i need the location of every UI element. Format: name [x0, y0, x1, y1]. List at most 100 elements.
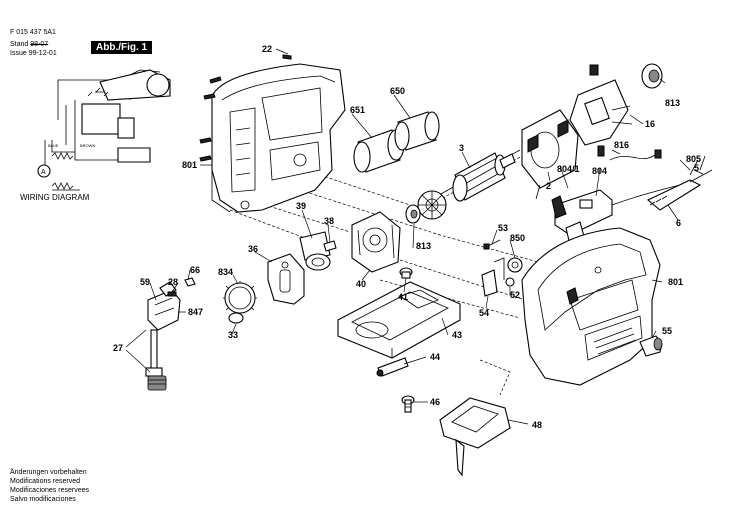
callout-5: 5 [694, 163, 699, 173]
callout-28: 28 [168, 277, 178, 287]
callout-41: 41 [398, 292, 408, 302]
callout-834: 834 [218, 267, 233, 277]
part-813-bearing-mid [405, 204, 421, 224]
callout-804: 804 [592, 166, 607, 176]
callout-847: 847 [188, 307, 203, 317]
part-40-gear-housing [351, 211, 401, 273]
callout-40: 40 [356, 279, 366, 289]
callout-805: 805 [686, 154, 701, 164]
part-805-strain-relief [689, 155, 706, 176]
callout-801-left: 801 [182, 160, 197, 170]
part-650-fan-shroud [394, 111, 440, 151]
callout-38: 38 [324, 216, 334, 226]
callout-813-mid: 813 [416, 241, 431, 251]
stand-line: Stand 98-07 [10, 40, 48, 49]
part-651-bearing-sleeve [353, 129, 405, 173]
part-816-connector [609, 149, 662, 161]
callout-27: 27 [113, 343, 123, 353]
callout-52: 52 [510, 290, 520, 300]
callout-48: 48 [532, 420, 542, 430]
switch-terminal [117, 117, 135, 139]
issue-value: 99-12-01 [28, 50, 57, 57]
part-46-screw [401, 395, 415, 413]
note-english: Modifications reserved [10, 478, 81, 485]
callout-55: 55 [662, 326, 672, 336]
part-33-washer [228, 312, 244, 324]
part-39-guide-plate [299, 231, 331, 271]
note-spanish: Salvo modificaciones [10, 496, 76, 503]
doc-number: F 015 437 5A1 [10, 29, 56, 36]
callout-816: 816 [614, 140, 629, 150]
callout-650: 650 [390, 86, 405, 96]
part-52-button [505, 277, 515, 287]
housing-half-left [211, 63, 346, 213]
cord-clamp [117, 147, 151, 163]
carbon-brush-top [589, 64, 599, 76]
wiring-diagram-title: WIRING DIAGRAM [20, 193, 90, 202]
stand-label: Stand [10, 41, 29, 48]
part-2-field-coil [521, 109, 579, 200]
blade-clamp-knob [147, 375, 167, 391]
callout-813-top: 813 [665, 98, 680, 108]
callout-46: 46 [430, 397, 440, 407]
callout-804-1: 804/1 [557, 164, 580, 174]
wire-blue-label: BLUE [48, 143, 59, 148]
callout-33: 33 [228, 330, 238, 340]
footer-notes: Änderungen vorbehalten Modifications res… [10, 468, 89, 504]
callout-39: 39 [296, 201, 306, 211]
wire-brown-label: BROWN [80, 143, 95, 148]
callout-801-right: 801 [668, 277, 683, 287]
part-813-bearing-top [641, 63, 663, 89]
part-3-armature [417, 149, 521, 220]
part-27-blade-clamp [145, 367, 163, 377]
part-36-plunger-guide [267, 253, 305, 305]
callout-2: 2 [546, 181, 551, 191]
callout-651: 651 [350, 105, 365, 115]
part-850-potentiometer [507, 257, 523, 273]
callout-850: 850 [510, 233, 525, 243]
part-54-lever [481, 257, 505, 297]
callout-66: 66 [190, 265, 200, 275]
part-53-screw [483, 239, 501, 250]
callout-16: 16 [645, 119, 655, 129]
callout-36: 36 [248, 244, 258, 254]
callout-59: 59 [140, 277, 150, 287]
figure-label: Abb./Fig. 1 [91, 41, 153, 54]
part-66-spring [184, 277, 196, 287]
housing-screws [199, 54, 292, 162]
part-38-pin [323, 240, 337, 252]
issue-line: Issue 99-12-01 [10, 49, 57, 58]
part-847-plunger-assembly [145, 277, 196, 391]
part-16-brush-holder [569, 64, 633, 157]
issue-label: Issue [10, 50, 27, 57]
part-43-base-plate [337, 281, 461, 359]
part-6-power-cord [646, 169, 713, 211]
callout-43: 43 [452, 330, 462, 340]
part-44-clamp [376, 357, 409, 377]
motor-armature-symbol [146, 73, 170, 97]
housing-half-right [521, 227, 661, 386]
leader-lines [125, 48, 704, 425]
callout-54: 54 [479, 308, 489, 318]
callout-44: 44 [430, 352, 440, 362]
wiring-diagram: A BLUE BROWN WIRING DIAGRAM [20, 69, 171, 202]
switch-module [81, 103, 121, 135]
part-28-roller [167, 291, 177, 297]
plunger-rod [150, 329, 158, 371]
part-55-knob [639, 335, 663, 357]
note-german: Änderungen vorbehalten [10, 469, 87, 476]
part-41-pin [399, 267, 413, 279]
carbon-brush-bottom [597, 145, 605, 157]
part-48-shoe [439, 397, 511, 477]
callout-22: 22 [262, 44, 272, 54]
callout-6: 6 [676, 218, 681, 228]
callout-labels: 22 650 651 801 3 2 813 16 816 805 5 804/… [113, 44, 701, 430]
callout-3: 3 [459, 143, 464, 153]
note-french: Modificaciones reservees [10, 487, 89, 494]
stand-value: 98-07 [30, 41, 49, 48]
ammeter-symbol [37, 164, 51, 178]
ammeter-label: A [41, 169, 46, 176]
callout-53: 53 [498, 223, 508, 233]
part-834-gear [223, 281, 257, 324]
